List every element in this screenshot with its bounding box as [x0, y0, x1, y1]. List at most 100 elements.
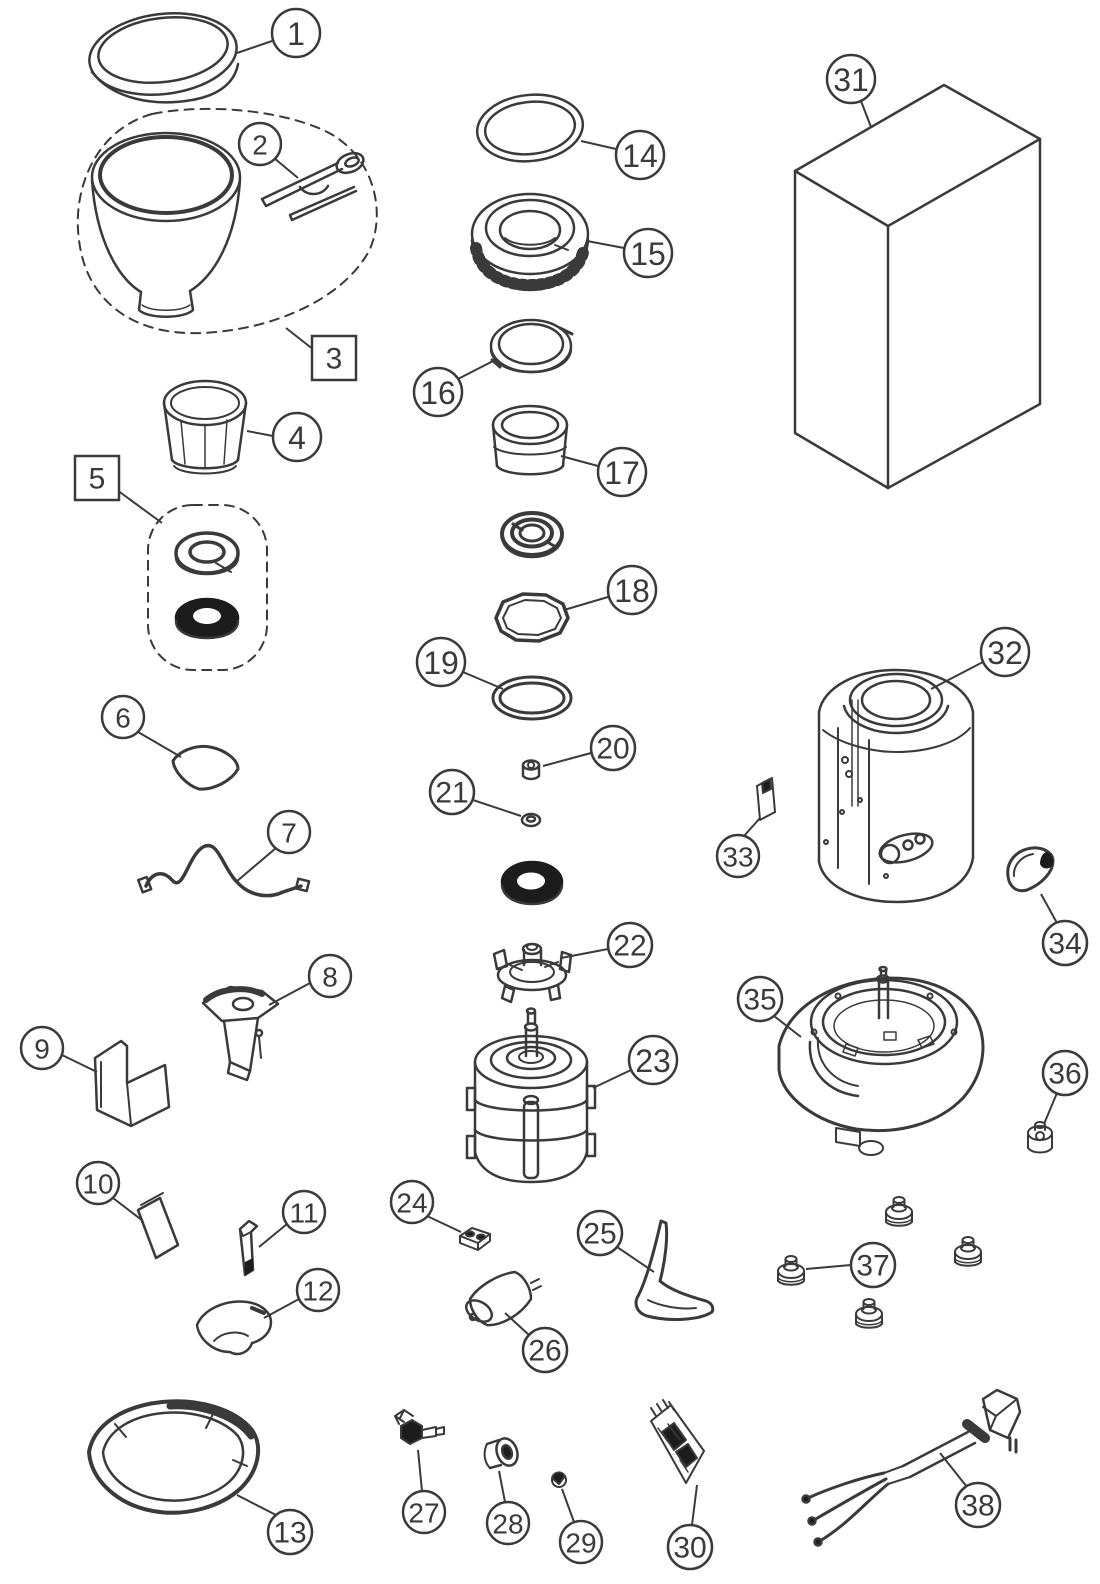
callout-circle[interactable] — [576, 1209, 624, 1257]
callout-16[interactable]: 16 — [412, 358, 498, 418]
callout-number: 38 — [961, 1490, 994, 1523]
leader-line — [246, 430, 274, 437]
callout-4[interactable]: 4 — [246, 411, 323, 463]
leader-line — [616, 1246, 655, 1273]
callout-circle[interactable] — [606, 564, 658, 616]
callout-3[interactable]: 3 — [285, 327, 358, 382]
callout-circle[interactable] — [596, 446, 648, 498]
callout-12[interactable]: 12 — [263, 1267, 341, 1319]
part-11-lever-pin — [238, 1219, 259, 1277]
callout-number: 16 — [420, 375, 456, 411]
callout-28[interactable]: 28 — [485, 1470, 531, 1546]
callout-35[interactable]: 35 — [736, 975, 802, 1038]
callout-circle[interactable] — [849, 1241, 897, 1289]
callout-circle[interactable] — [271, 411, 323, 463]
callout-22[interactable]: 22 — [560, 921, 654, 969]
callout-21[interactable]: 21 — [428, 768, 522, 817]
callout-circle[interactable] — [614, 129, 666, 181]
callout-13[interactable]: 13 — [236, 1494, 314, 1556]
part-33-plate — [756, 777, 776, 821]
callout-circle[interactable] — [622, 227, 674, 279]
callout-circle[interactable] — [589, 724, 637, 772]
callout-circle[interactable] — [237, 121, 283, 167]
callout-33[interactable]: 33 — [715, 817, 761, 879]
callout-19[interactable]: 19 — [415, 636, 504, 690]
callout-14[interactable]: 14 — [580, 129, 666, 181]
callout-number: 10 — [82, 1169, 113, 1200]
callout-square[interactable] — [310, 334, 358, 382]
callout-15[interactable]: 15 — [586, 227, 674, 279]
callout-30[interactable]: 30 — [666, 1484, 714, 1571]
callout-number: 33 — [722, 842, 753, 873]
leader-line — [417, 1449, 423, 1492]
callout-circle[interactable] — [606, 921, 654, 969]
callout-circle[interactable] — [266, 1508, 314, 1556]
callout-2[interactable]: 2 — [237, 121, 299, 179]
leader-line — [560, 948, 609, 959]
callout-34[interactable]: 34 — [1040, 893, 1089, 967]
callout-circle[interactable] — [736, 975, 784, 1023]
callout-circle[interactable] — [485, 1500, 531, 1546]
callout-circle[interactable] — [307, 953, 353, 999]
callout-32[interactable]: 32 — [930, 626, 1031, 690]
callout-circle[interactable] — [1041, 919, 1089, 967]
callout-circle[interactable] — [270, 7, 322, 59]
callout-circle[interactable] — [266, 809, 312, 855]
callout-circle[interactable] — [428, 768, 476, 816]
callout-circle[interactable] — [715, 833, 761, 879]
leader-line — [560, 455, 599, 467]
callout-17[interactable]: 17 — [560, 446, 648, 498]
callout-circle[interactable] — [401, 1489, 447, 1535]
callout-11[interactable]: 11 — [258, 1189, 327, 1248]
part-35-base — [777, 965, 985, 1156]
callout-7[interactable]: 7 — [235, 809, 312, 883]
callout-25[interactable]: 25 — [576, 1209, 655, 1273]
callout-10[interactable]: 10 — [75, 1160, 144, 1222]
callout-37[interactable]: 37 — [805, 1241, 897, 1289]
leader-line — [472, 799, 522, 817]
callout-20[interactable]: 20 — [542, 724, 637, 772]
callout-number: 4 — [288, 420, 306, 456]
callout-circle[interactable] — [75, 1160, 121, 1206]
callout-23[interactable]: 23 — [592, 1034, 679, 1089]
callout-circle[interactable] — [627, 1034, 679, 1086]
callout-5[interactable]: 5 — [73, 454, 163, 524]
callout-26[interactable]: 26 — [504, 1312, 569, 1374]
callout-circle[interactable] — [412, 366, 464, 418]
callout-circle[interactable] — [521, 1326, 569, 1374]
leader-line — [1043, 1092, 1058, 1125]
callout-1[interactable]: 1 — [236, 7, 322, 59]
callout-number: 35 — [743, 984, 776, 1017]
callout-27[interactable]: 27 — [401, 1449, 447, 1535]
callout-38[interactable]: 38 — [939, 1452, 1002, 1529]
callout-circle[interactable] — [19, 1025, 65, 1071]
callout-number: 13 — [273, 1517, 306, 1550]
callout-circle[interactable] — [825, 53, 877, 105]
callout-circle[interactable] — [295, 1267, 341, 1313]
callout-18[interactable]: 18 — [563, 564, 658, 616]
callout-circle[interactable] — [100, 694, 146, 740]
callout-circle[interactable] — [415, 636, 467, 688]
part-18-gasket — [494, 592, 570, 643]
callout-8[interactable]: 8 — [268, 953, 353, 1006]
callout-number: 22 — [613, 930, 646, 963]
callout-circle[interactable] — [1041, 1049, 1089, 1097]
callout-circle[interactable] — [389, 1179, 435, 1225]
callout-6[interactable]: 6 — [100, 694, 182, 758]
callout-circle[interactable] — [979, 626, 1031, 678]
callout-circle[interactable] — [666, 1523, 714, 1571]
callout-square[interactable] — [73, 454, 121, 502]
callout-36[interactable]: 36 — [1041, 1049, 1089, 1125]
part-16-lock-ring — [489, 318, 574, 374]
callout-circle[interactable] — [954, 1481, 1002, 1529]
callout-31[interactable]: 31 — [825, 53, 877, 128]
leader-line — [258, 1223, 288, 1248]
callout-29[interactable]: 29 — [558, 1488, 604, 1565]
part-30-pcb — [650, 1399, 705, 1484]
callout-9[interactable]: 9 — [19, 1025, 98, 1073]
callout-number: 30 — [673, 1532, 706, 1565]
callout-circle[interactable] — [281, 1189, 327, 1235]
callout-24[interactable]: 24 — [389, 1179, 462, 1233]
leader-line — [691, 1484, 698, 1526]
callout-circle[interactable] — [558, 1519, 604, 1565]
